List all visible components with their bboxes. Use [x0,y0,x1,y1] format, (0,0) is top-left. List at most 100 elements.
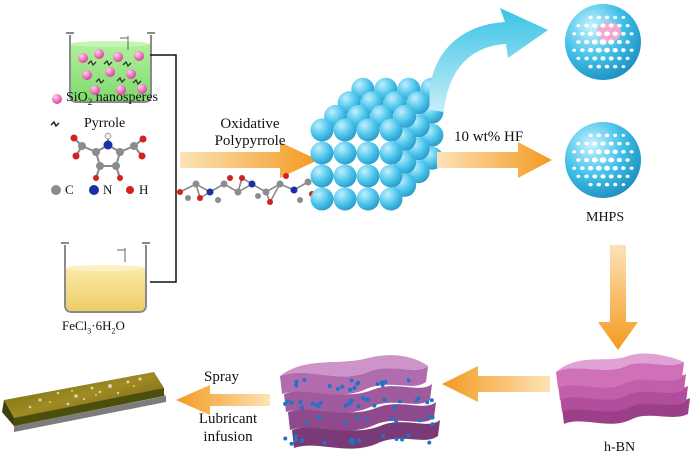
spray-label: Spray [204,369,239,385]
sphere-hole [616,157,622,163]
sphere-hole [629,150,634,154]
pyrrole-label: Pyrrole [84,116,126,131]
sphere-hole [587,166,594,171]
bn-dot [397,399,402,404]
bn-dot [425,414,430,419]
hollow-sphere-mhps-icon [565,122,641,198]
bn-dot [356,404,361,409]
sphere-hole [584,141,589,146]
bn-dot [425,400,430,405]
sphere-ball [310,141,334,165]
sphere-hole [608,23,614,28]
sphere-hole [591,157,598,163]
bn-dot [344,403,349,407]
hydrogen-atom-icon [126,186,134,194]
sphere-hole [613,64,618,69]
bn-dot [430,415,435,420]
hollow-sphere-icon [565,4,641,80]
bn-dot [322,440,327,445]
arrow-spray [176,385,270,415]
sphere-hole [572,166,577,170]
sphere-hole [604,165,610,171]
sphere-hole [608,39,615,45]
bn-dot [375,382,380,386]
sphere-ball [333,141,357,165]
sphere-hole [621,31,626,36]
bn-dot [300,405,305,410]
polypyrrole-chain-icon [177,173,315,205]
atom-h-label: H [139,182,149,197]
sphere-hole [599,39,607,45]
bn-dot [318,401,323,406]
sphere-hole [604,182,610,187]
sphere-hole [625,141,630,146]
sphere-hole [576,158,581,162]
pyrrole-legend-icon [50,120,60,128]
sphere-hole [587,31,594,36]
sphere-hole [592,174,598,179]
bn-dot [381,434,385,439]
sphere-hole [625,40,630,44]
bn-dot [349,378,354,383]
sphere-hole [595,149,602,155]
sphere-hole [612,47,618,53]
bn-dot [283,401,288,406]
sphere-hole [595,47,602,53]
sphere-hole [595,165,602,171]
sphere-hole [600,56,606,61]
sio2-particles [78,49,147,95]
bn-dot [316,403,321,408]
sphere-hole [617,23,622,28]
bn-dot [400,437,405,442]
bn-dot [382,397,387,402]
sphere-hole [591,39,598,45]
bn-dot [417,418,422,423]
fecl3-label: FeCl3·6H2O [62,318,125,336]
sphere-hole [621,15,626,19]
sphere-hole [587,149,594,154]
bn-dot [379,380,384,385]
sphere-ball [333,187,357,211]
bn-dot [361,396,366,401]
sphere-hole [588,64,593,69]
sphere-hole [604,133,610,138]
bn-dot [298,400,303,405]
bn-dot [348,387,352,392]
bn-dot [293,437,298,442]
bn-dot [289,400,294,405]
sphere-ball [310,164,334,188]
sphere-hole [629,48,634,52]
sphere-hole [592,56,598,61]
bn-dot [394,437,399,441]
sphere-ball [310,118,334,142]
sphere-hole [587,48,594,53]
sphere-ball [379,118,403,142]
bn-dot [389,416,394,421]
sphere-hole [588,182,593,187]
bn-dot [356,438,361,443]
bn-dot [355,415,360,420]
sphere-hole [588,133,593,138]
sphere-hole [584,23,589,28]
sphere-ball [356,141,380,165]
sphere-hole [608,157,615,163]
sphere-ball [310,187,334,211]
bn-dot [335,386,340,391]
sphere-hole [604,15,610,20]
bn-dot [347,401,352,406]
hbn-label: h-BN [604,440,636,455]
sphere-hole [576,141,581,146]
sphere-hole [596,15,601,20]
sphere-hole [604,64,610,69]
sphere-hole [595,31,602,37]
composite-sheets-icon [280,355,440,449]
sphere-hole [584,39,590,45]
bn-dot [392,405,397,410]
sphere-hole [613,182,618,187]
nitrogen-atom-icon [89,185,99,195]
sphere-hole [600,174,606,179]
sphere-ball [379,187,403,211]
sphere-hole [612,149,618,155]
arrow-down [598,245,638,350]
